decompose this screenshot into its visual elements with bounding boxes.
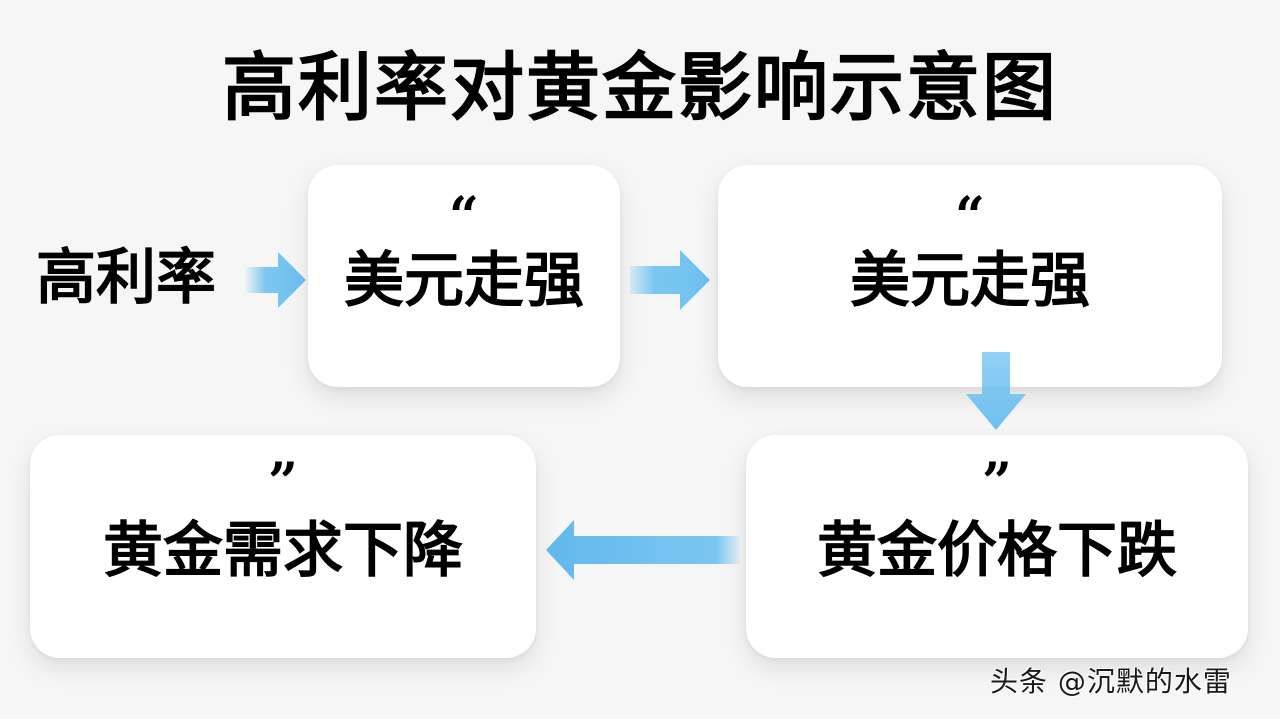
- box-label: 黄金需求下降: [103, 516, 463, 586]
- arrow-left-icon: [546, 520, 740, 580]
- high-interest-rate-label: 高利率: [36, 243, 216, 313]
- box-label: 黄金价格下跌: [817, 516, 1177, 586]
- open-quote-mark: “: [449, 186, 479, 247]
- flow-box-usd-strengthens-2: “ 美元走强: [718, 165, 1222, 387]
- arrow-down-icon: [966, 352, 1026, 430]
- flow-box-usd-strengthens-1: “ 美元走强: [308, 165, 620, 387]
- close-quote-mark: ”: [268, 452, 298, 513]
- box-label: 美元走强: [850, 246, 1090, 316]
- arrow-right-icon: [244, 252, 306, 308]
- arrow-right-icon: [630, 250, 710, 310]
- box-label: 美元走强: [344, 246, 584, 316]
- diagram-title: 高利率对黄金影响示意图: [222, 45, 1058, 131]
- close-quote-mark: ”: [982, 452, 1012, 513]
- flow-box-gold-demand-falls: ” 黄金需求下降: [30, 435, 536, 658]
- watermark: 头条 @沉默的水雷: [990, 665, 1232, 698]
- open-quote-mark: “: [955, 186, 985, 247]
- flow-box-gold-price-falls: ” 黄金价格下跌: [746, 435, 1248, 658]
